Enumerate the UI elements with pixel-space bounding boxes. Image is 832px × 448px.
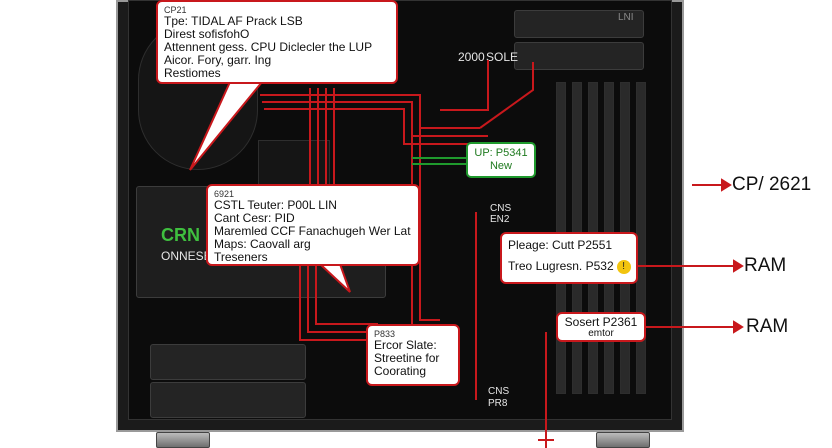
board-label-a: 2000 [458,50,485,64]
ram-label-upper: RAM [744,255,787,276]
arrow-head-ram2 [733,320,744,334]
callout-pointer-top [189,81,265,171]
callout-line: Streetine for [374,351,440,365]
callout-header: CP21 [164,5,187,15]
callout-update-new: UP: P5341 New [466,142,536,178]
wire [440,60,489,111]
arrow-head-ram1 [733,259,744,273]
callout-pointer-middle [317,263,351,293]
psu-slot-2 [150,382,306,418]
callout-line: Maps: Caovall arg [214,237,311,251]
cpu-label: CP/ 2621 [732,174,812,195]
callout-line: emtor [588,328,614,339]
callout-line: Aicor. Fory, garr. Ing [164,53,272,67]
board-label-cns4: PR8 [488,398,508,409]
wire [315,262,378,325]
callout-line: Direst sofisfohO [164,27,250,41]
warning-icon: ! [616,260,631,274]
callout-line: Treseners [214,250,268,264]
callout-line: Tpe: TIDAL AF Prack LSB [164,14,303,28]
callout-ram-upper: Pleage: Cutt P2551 Treo Lugresn. P532! [500,232,638,284]
callout-line: Treo Lugresn. P532 [508,259,614,274]
wire [299,262,378,341]
callout-line-with-icon: Treo Lugresn. P532! [508,259,631,274]
drive-bay-top [514,10,644,38]
callout-line: UP: P5341 [474,147,528,159]
wire [260,94,480,129]
board-label-cns3: CNS [488,386,510,397]
callout-line: Pleage: Cutt P2551 [508,238,613,252]
psu-slot-1 [150,344,306,380]
wire [307,262,378,333]
drive-bay-tag: LNI [618,12,634,23]
board-label-cns1: CNS [490,203,512,214]
wire [262,101,488,137]
ram-label-lower: RAM [746,316,789,337]
callout-line: New [489,160,512,172]
wire [264,108,496,145]
callout-line: Ercor Slate: [374,338,437,352]
callout-gpu-info: 6921 CSTL Teuter: P00L LIN Cant Cesr: PI… [206,184,420,266]
callout-line: Sosert P2361 [564,315,638,329]
callout-line: Restiomes [164,66,221,80]
callout-line: Cant Cesr: PID [214,211,295,225]
gpu-brand: CRN [161,225,200,245]
callout-line: Attennent gess. CPU Diclecler the LUP [164,40,373,54]
callout-header: P833 [374,329,396,339]
callout-header: 6921 [214,189,235,199]
wire [479,62,534,129]
drive-bay-second [514,42,644,70]
gpu-model: ONNESE [161,249,212,263]
callout-error-state: P833 Ercor Slate: Streetine for Cooratin… [366,324,460,386]
board-label-cns2: EN2 [490,214,510,225]
arrow-head-cpu [721,178,732,192]
callout-line: Maremled CCF Fanachugeh Wer Lat [214,224,411,238]
wire [419,120,440,321]
callout-line: CSTL Teuter: P00L LIN [214,198,337,212]
callout-ram-lower: Sosert P2361 emtor [556,312,646,342]
board-label-b: SOLE [486,50,519,64]
callout-cpu-info: CP21 Tpe: TIDAL AF Prack LSB Direst sofi… [156,0,398,84]
callout-line: Coorating [374,364,427,378]
